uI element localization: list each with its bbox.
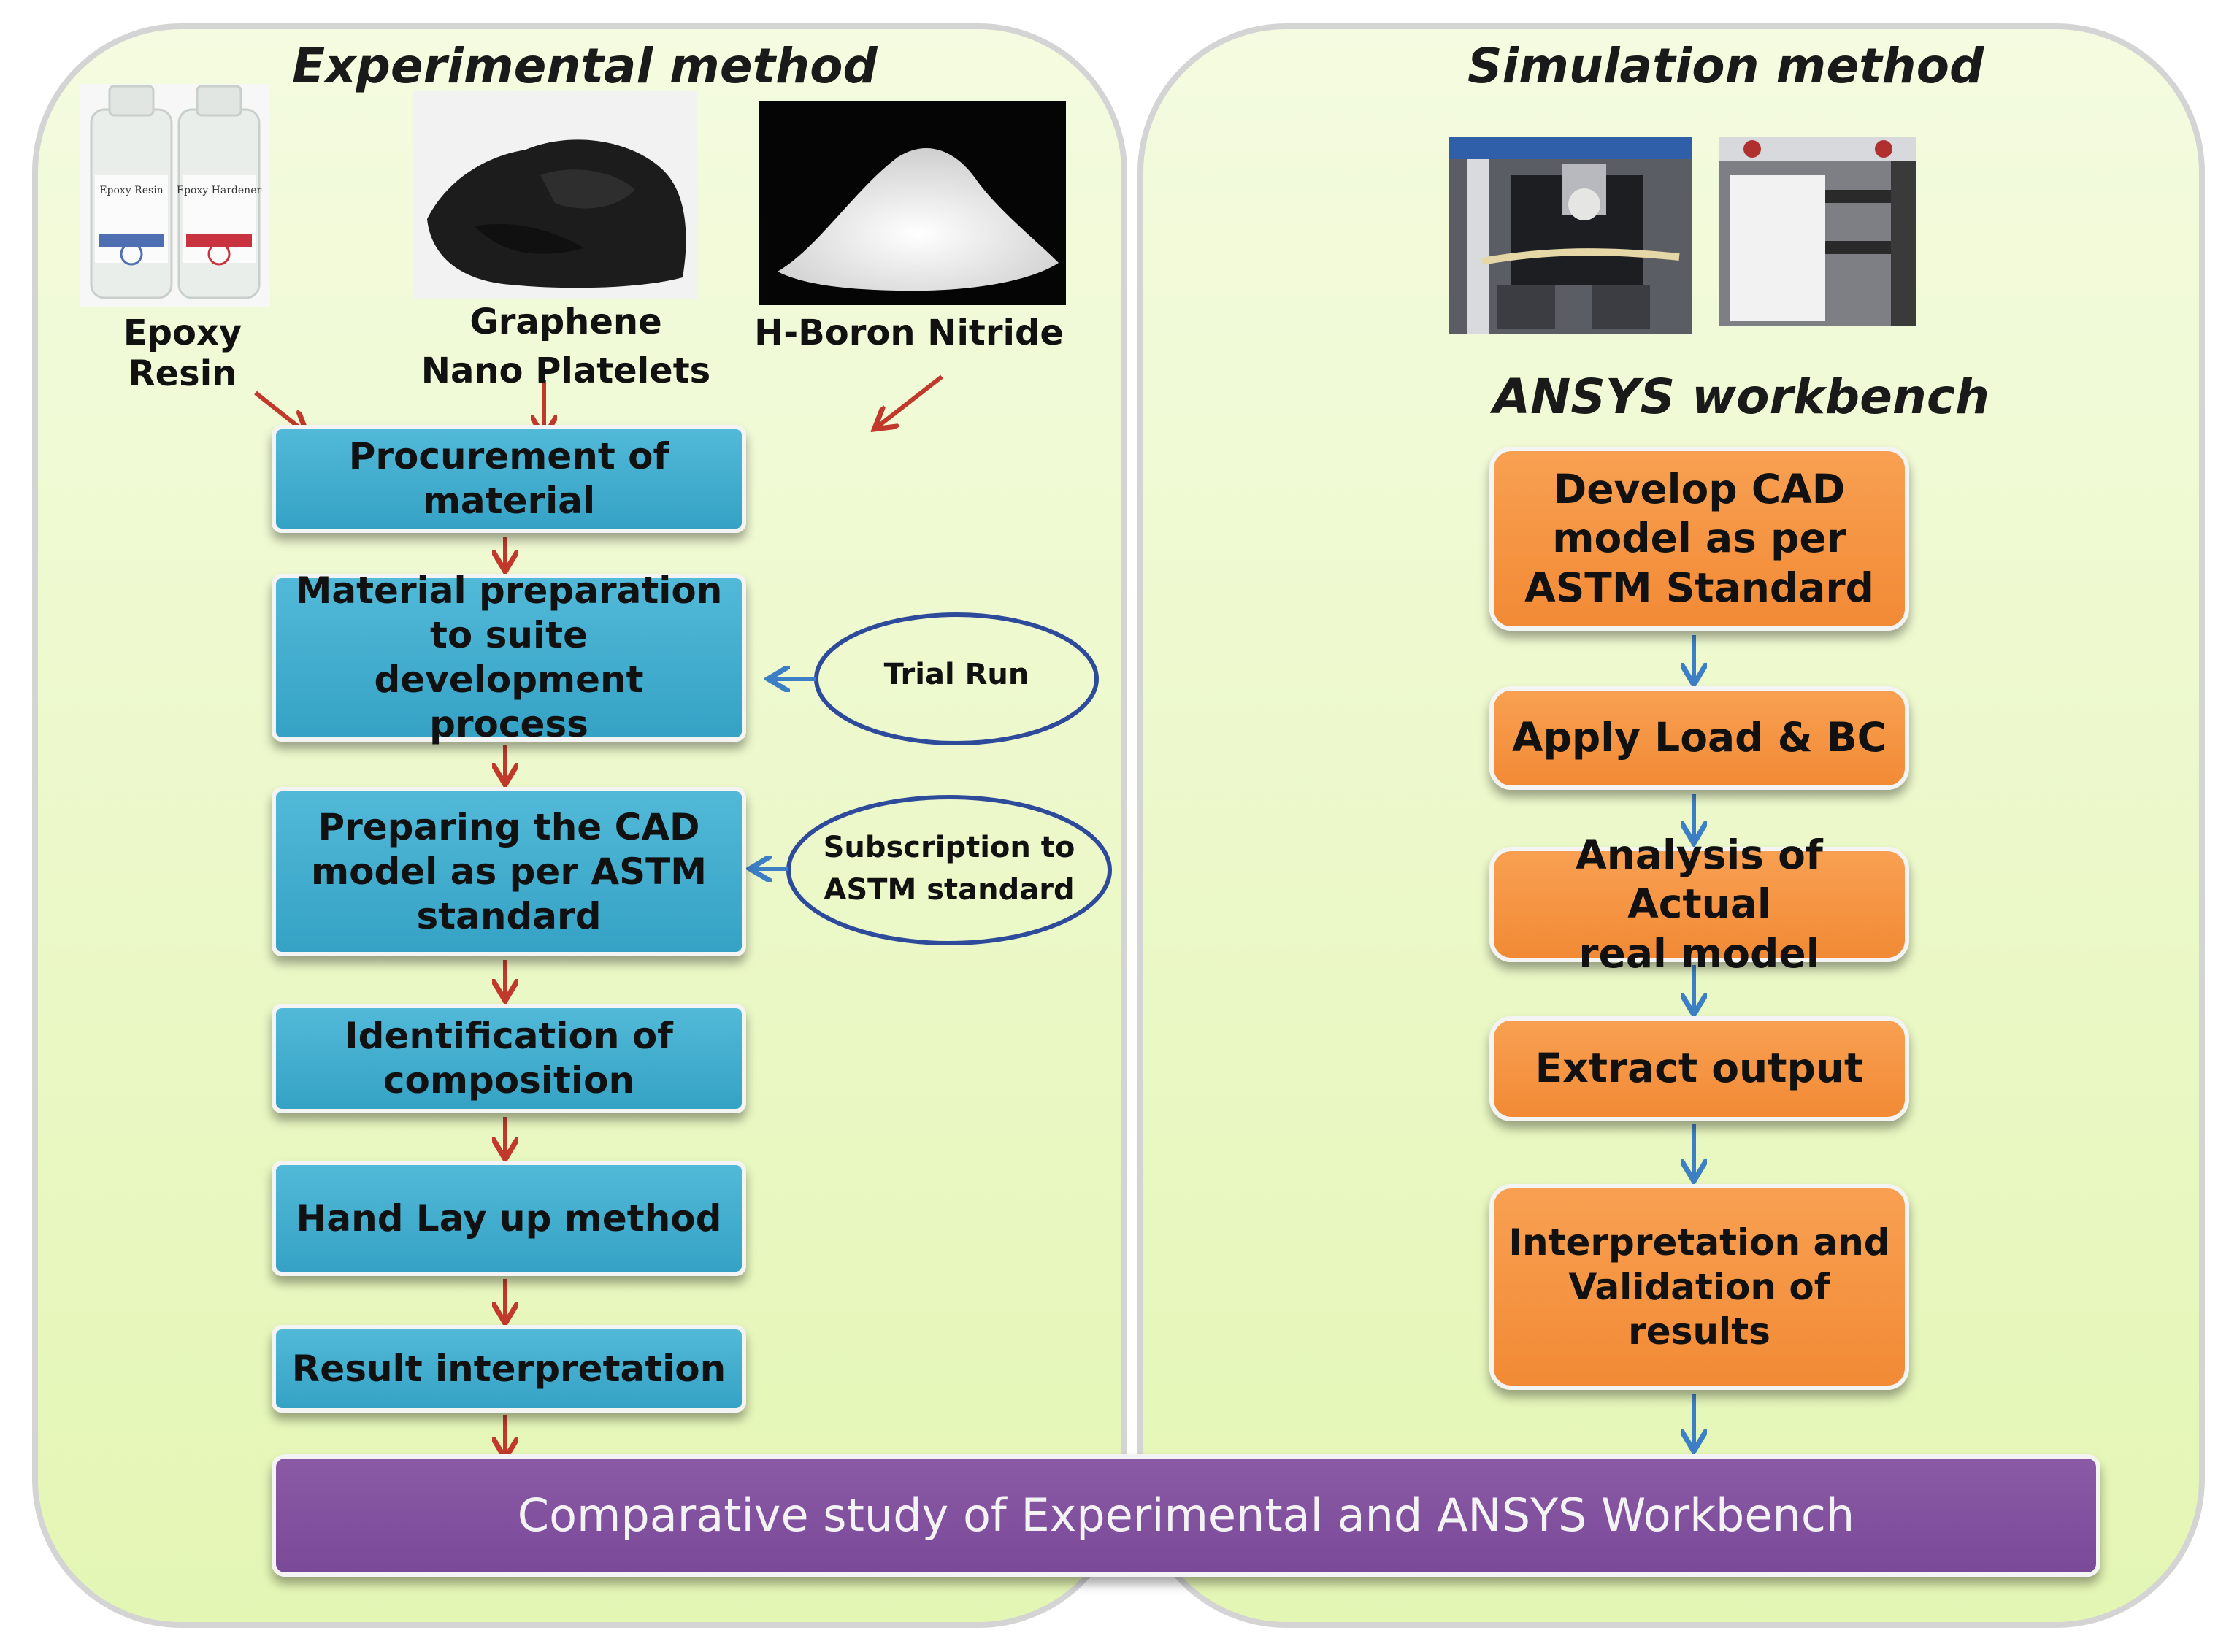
ansys-workbench-heading: ANSYS workbench (1493, 369, 1990, 425)
sim-step-extract-output: Extract output (1489, 1016, 1909, 1121)
simulation-fixture-image (1719, 137, 1916, 326)
experimental-heading: Experimental method (292, 38, 878, 94)
subscription-note: Subscription to ASTM standard (823, 831, 1075, 907)
exp-step-material-preparation: Material preparation to suite developmen… (272, 569, 746, 745)
exp-step-result-interpretation: Result interpretation (272, 1325, 746, 1413)
boron-input-arrow (876, 374, 943, 428)
boron-nitride-image (759, 101, 1066, 305)
sim-step-develop-cad: Develop CAD model as per ASTM Standard (1489, 447, 1909, 631)
epoxy-bottle-2-label: Epoxy Hardener (177, 185, 262, 196)
simulation-test-machine-image (1449, 137, 1692, 334)
trial-run-note: Trial Run (883, 658, 1029, 691)
sim-step-apply-load: Apply Load & BC (1489, 686, 1909, 790)
simulation-heading: Simulation method (1467, 38, 1984, 94)
boron-nitride-label: H-Boron Nitride (754, 312, 1064, 353)
graphene-image (413, 91, 697, 299)
sim-step-analysis: Analysis of Actual real model (1489, 831, 1909, 977)
exp-step-hand-lay-up: Hand Lay up method (272, 1161, 746, 1276)
exp-step-procurement: Procurement of material (272, 425, 746, 533)
exp-step-cad-model: Preparing the CAD model as per ASTM stan… (272, 787, 746, 956)
exp-step-identification: Identification of composition (272, 1004, 746, 1113)
graphene-label: Graphene Nano Platelets (421, 301, 711, 392)
epoxy-bottles-image: Epoxy Resin Epoxy Hardener (80, 84, 270, 307)
epoxy-resin-label: Epoxy Resin (123, 312, 242, 394)
sim-step-interpretation: Interpretation and Validation of results (1489, 1184, 1909, 1390)
epoxy-bottle-1-label: Epoxy Resin (99, 185, 163, 196)
comparative-study-bar: Comparative study of Experimental and AN… (272, 1454, 2100, 1577)
simulation-panel (1137, 23, 2205, 1628)
